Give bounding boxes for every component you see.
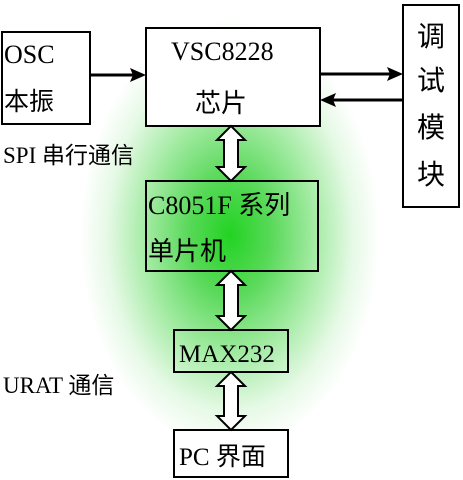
debug-box — [402, 4, 460, 208]
mcu-label: C8051F 系列 — [148, 191, 290, 220]
uart-link-label: URAT 通信 — [3, 373, 114, 398]
debug-char-4: 块 — [417, 160, 445, 191]
debug-char-2: 试 — [417, 65, 445, 97]
serial-double-arrow — [214, 370, 248, 432]
osc-label: OSC — [4, 40, 55, 69]
osc-box — [1, 31, 91, 125]
vsc-sublabel: 芯片 — [195, 89, 247, 118]
max232-block: MAX232 — [173, 329, 289, 373]
vsc-block: VSC8228 芯片 — [145, 27, 321, 127]
osc-block: OSC 本振 — [1, 31, 91, 125]
vsc-box — [145, 27, 321, 127]
osc-to-vsc-arrow — [90, 68, 146, 82]
debug-block: 调 试 模 块 — [402, 4, 460, 208]
pc-block: PC 界面 — [173, 429, 289, 478]
pc-label: PC 界面 — [179, 444, 266, 471]
osc-sublabel: 本振 — [4, 88, 54, 116]
debug-to-vsc-arrow — [320, 93, 403, 107]
debug-char-1: 调 — [417, 22, 445, 53]
debug-char-3: 模 — [417, 112, 445, 144]
vsc-to-debug-arrow — [320, 67, 403, 81]
pc-box — [173, 429, 289, 478]
uart-double-arrow — [214, 269, 248, 332]
mcu-sublabel: 单片机 — [148, 237, 226, 266]
spi-double-arrow — [214, 124, 248, 183]
spi-link-label: SPI 串行通信 — [3, 143, 134, 168]
mcu-block: C8051F 系列 单片机 — [145, 180, 319, 272]
vsc-label: VSC8228 — [171, 37, 274, 66]
max232-label: MAX232 — [179, 341, 275, 368]
